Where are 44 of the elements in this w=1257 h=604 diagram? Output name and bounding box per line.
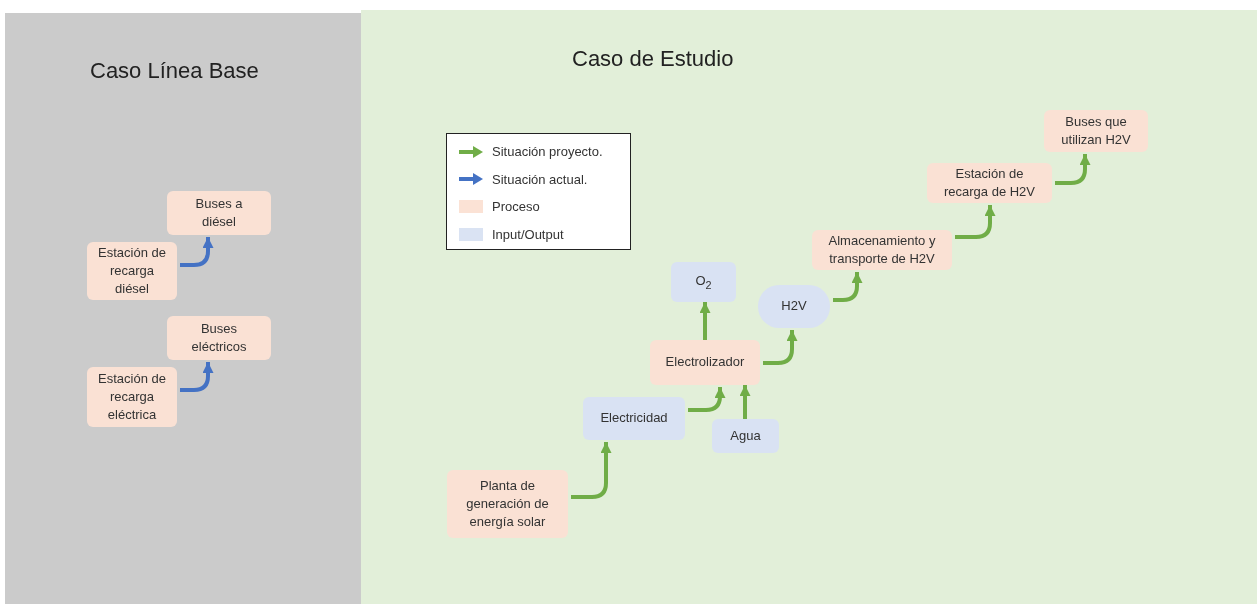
box-label: Agua xyxy=(730,426,761,445)
arrow xyxy=(688,387,726,412)
box-label: Buses que utilizan H2V xyxy=(1060,112,1132,149)
arrow xyxy=(739,385,751,419)
panel-background xyxy=(5,13,361,604)
panel-title: Caso Línea Base xyxy=(90,58,259,84)
process-box xyxy=(812,230,952,270)
process-box xyxy=(1044,110,1148,152)
legend-label: Input/Output xyxy=(492,226,564,242)
process-box xyxy=(650,340,760,385)
input-output-box xyxy=(671,262,736,302)
arrow xyxy=(180,237,214,267)
arrow xyxy=(955,205,996,239)
box-label: Buses a diésel xyxy=(194,194,244,231)
box-label: O$_{2}$ xyxy=(695,271,712,293)
arrow xyxy=(763,330,798,365)
box-label: Electricidad xyxy=(600,409,668,428)
box-label: Almacenamiento y transporte de H2V xyxy=(827,231,937,268)
arrow xyxy=(180,362,214,392)
box-label: Estación de recarga eléctrica xyxy=(97,369,167,425)
box-label: Estación de recarga diésel xyxy=(97,243,167,299)
process-box xyxy=(87,242,177,300)
input-output-box xyxy=(583,397,685,440)
arrow xyxy=(1055,154,1091,185)
legend-label: Situación proyecto. xyxy=(492,144,603,159)
process-box xyxy=(167,316,271,360)
legend-label: Proceso xyxy=(492,199,540,214)
process-box xyxy=(167,191,271,235)
box-label: H2V xyxy=(781,297,807,316)
process-box xyxy=(87,367,177,427)
input-output-pill xyxy=(758,285,830,328)
box-label: Electrolizador xyxy=(665,353,745,372)
process-box xyxy=(927,163,1052,203)
legend-label: Situación actual. xyxy=(492,171,588,187)
box-label: Buses eléctricos xyxy=(190,319,248,356)
panel-background xyxy=(361,10,1257,604)
arrow xyxy=(833,272,863,302)
box-label: Planta de generación de energía solar xyxy=(465,476,550,532)
panel-title: Caso de Estudio xyxy=(572,46,734,72)
arrow xyxy=(699,302,711,340)
input-output-box xyxy=(712,419,779,453)
process-box xyxy=(447,470,568,538)
arrow xyxy=(571,442,612,499)
box-label: Estación de recarga de H2V xyxy=(942,164,1037,201)
